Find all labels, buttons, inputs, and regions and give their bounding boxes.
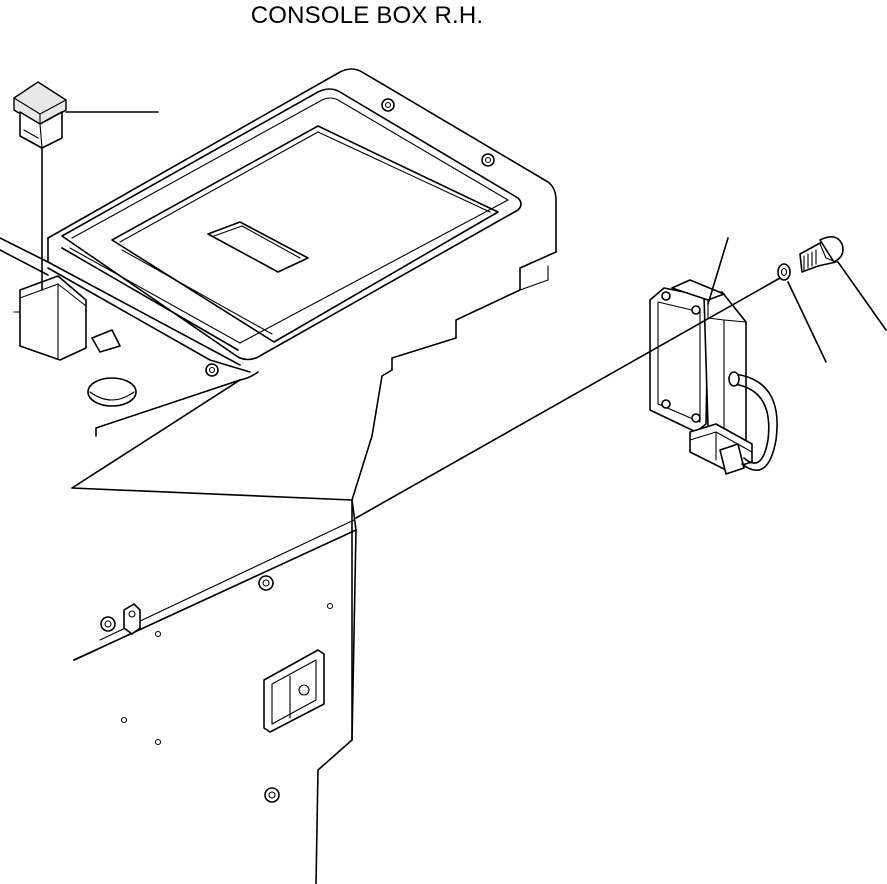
screw-icon [481,153,495,167]
screw-icon [205,363,219,377]
controller-unit-icon [649,279,778,475]
assembly-axis-line [355,277,781,519]
bolt-head-icon [264,787,280,803]
console-box [0,68,557,884]
leader-line [707,237,729,305]
bolt-icon [799,236,844,273]
panel-latch [263,649,325,733]
rocker-switch-icon [13,81,67,149]
washer-icon [777,263,791,281]
armrest-pad [19,275,87,361]
leader-line [787,281,827,363]
diagram-title: CONSOLE BOX R.H. [250,2,484,29]
bolt-head-icon [258,575,274,591]
bolt-head-icon [100,616,116,632]
leader-line [837,261,887,331]
bracket-tab [123,603,141,635]
screw-icon [381,98,395,112]
